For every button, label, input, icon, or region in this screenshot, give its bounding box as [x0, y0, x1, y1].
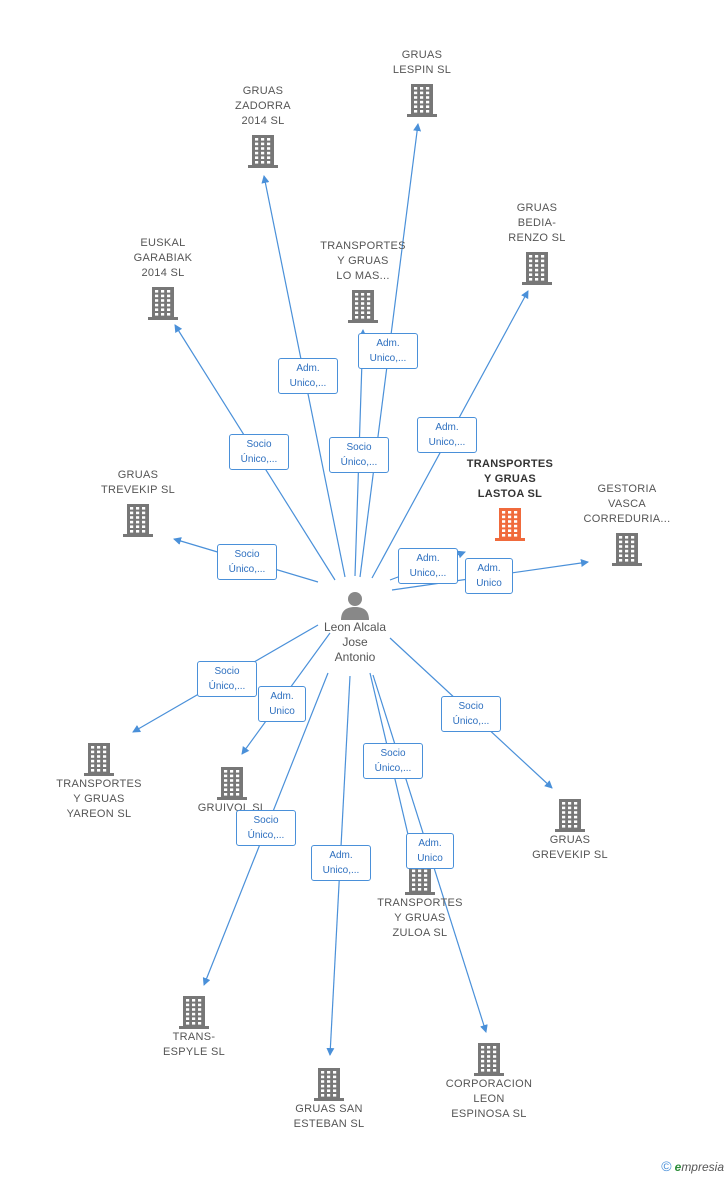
building-icon [495, 508, 525, 541]
relation-badge-zuloa[interactable]: Socio Único,... [363, 743, 423, 779]
company-name: TRANSPORTES Y GRUAS LASTOA SL [466, 458, 554, 500]
person-icon [341, 592, 369, 620]
company-node-euskal[interactable]: EUSKAL GARABIAK 2014 SL [108, 236, 218, 321]
relation-badge-lespin[interactable]: Adm. Unico,... [358, 333, 418, 369]
building-icon [248, 135, 278, 168]
relation-badge-lomas[interactable]: Socio Único,... [329, 437, 389, 473]
building-icon [474, 1043, 504, 1076]
company-name: TRANSPORTES Y GRUAS ZULOA SL [377, 897, 463, 939]
brand-initial: e [674, 1160, 682, 1174]
footer-brand: ©empresia [661, 1158, 724, 1174]
company-node-sanesteban[interactable]: GRUAS SAN ESTEBAN SL [274, 1066, 384, 1132]
building-icon [348, 290, 378, 323]
building-icon [555, 799, 585, 832]
relation-badge-zadorra[interactable]: Adm. Unico,... [278, 358, 338, 394]
relation-badge-sanesteban[interactable]: Adm. Unico,... [311, 845, 371, 881]
relation-badge-zuloa[interactable]: Adm. Unico [406, 833, 454, 869]
company-node-grevekip[interactable]: GRUAS GREVEKIP SL [515, 797, 625, 863]
copyright-symbol: © [661, 1158, 672, 1174]
company-name: GRUAS SAN ESTEBAN SL [293, 1103, 365, 1130]
building-icon [148, 287, 178, 320]
relation-badge-yareon[interactable]: Socio Único,... [197, 661, 257, 697]
company-name: GRUAS TREVEKIP SL [100, 469, 176, 496]
brand-name: mpresia [681, 1160, 724, 1174]
relation-badge-lastoa[interactable]: Adm. Unico,... [398, 548, 458, 584]
company-name: EUSKAL GARABIAK 2014 SL [133, 237, 193, 279]
company-name: GRUAS ZADORRA 2014 SL [235, 85, 291, 127]
relation-badge-bedia[interactable]: Adm. Unico,... [417, 417, 477, 453]
company-name: GRUAS BEDIA- RENZO SL [508, 202, 566, 244]
company-node-gruivol[interactable]: GRUIVOL SL [177, 765, 287, 816]
building-icon [612, 533, 642, 566]
person-name: Leon Alcala Jose Antonio [323, 620, 387, 664]
relation-badge-espyle[interactable]: Socio Único,... [236, 810, 296, 846]
company-node-bedia[interactable]: GRUAS BEDIA- RENZO SL [482, 201, 592, 286]
company-node-lomas[interactable]: TRANSPORTES Y GRUAS LO MAS... [308, 239, 418, 324]
relation-badge-grevekip[interactable]: Socio Único,... [441, 696, 501, 732]
company-name: TRANSPORTES Y GRUAS YAREON SL [56, 778, 142, 820]
company-name: TRANSPORTES Y GRUAS LO MAS... [320, 240, 406, 282]
building-icon [217, 767, 247, 800]
company-name: CORPORACION LEON ESPINOSA SL [445, 1078, 533, 1120]
building-icon [179, 996, 209, 1029]
company-node-yareon[interactable]: TRANSPORTES Y GRUAS YAREON SL [44, 741, 154, 822]
company-node-leon[interactable]: CORPORACION LEON ESPINOSA SL [434, 1041, 544, 1122]
building-icon [407, 84, 437, 117]
relation-badge-gruivol[interactable]: Adm. Unico [258, 686, 306, 722]
company-node-zuloa[interactable]: TRANSPORTES Y GRUAS ZULOA SL [365, 860, 475, 941]
company-node-lastoa[interactable]: TRANSPORTES Y GRUAS LASTOA SL [455, 457, 565, 542]
company-node-zadorra[interactable]: GRUAS ZADORRA 2014 SL [208, 84, 318, 169]
company-node-gestoria[interactable]: GESTORIA VASCA CORREDURIA... [572, 482, 682, 567]
relation-badge-euskal[interactable]: Socio Único,... [229, 434, 289, 470]
building-icon [84, 743, 114, 776]
company-node-espyle[interactable]: TRANS- ESPYLE SL [139, 994, 249, 1060]
building-icon [123, 504, 153, 537]
company-name: GESTORIA VASCA CORREDURIA... [583, 483, 671, 525]
relation-badge-trevekip[interactable]: Socio Único,... [217, 544, 277, 580]
company-name: GRUAS GREVEKIP SL [532, 834, 608, 861]
company-name: GRUAS LESPIN SL [392, 49, 452, 76]
company-name: TRANS- ESPYLE SL [162, 1031, 225, 1058]
company-node-trevekip[interactable]: GRUAS TREVEKIP SL [83, 468, 193, 538]
company-node-lespin[interactable]: GRUAS LESPIN SL [367, 48, 477, 118]
relation-badge-gestoria[interactable]: Adm. Unico [465, 558, 513, 594]
person-node[interactable]: Leon Alcala Jose Antonio [300, 590, 410, 665]
building-icon [522, 252, 552, 285]
building-icon [314, 1068, 344, 1101]
